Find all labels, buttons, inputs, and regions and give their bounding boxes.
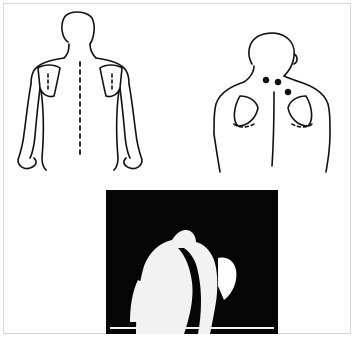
right-arm-inner xyxy=(120,88,130,158)
vertebra-marker xyxy=(264,78,269,83)
torso-left xyxy=(41,90,46,170)
left-arm-outer xyxy=(18,84,31,160)
back-view-photo xyxy=(106,190,278,334)
neck-right xyxy=(284,76,300,82)
left-scapula xyxy=(38,65,60,97)
head-outline xyxy=(62,12,94,44)
neck-left xyxy=(64,44,69,58)
right-scapula xyxy=(100,65,122,97)
torso-right xyxy=(114,90,119,170)
head-outline xyxy=(249,33,294,76)
right-scapula xyxy=(288,96,312,126)
back-view-bowed-drawing xyxy=(208,30,340,180)
right-arm-outer xyxy=(129,84,142,160)
vertebra-marker xyxy=(286,90,291,95)
left-scapula xyxy=(234,96,258,126)
neck-left xyxy=(244,66,254,82)
spine-line xyxy=(272,92,274,166)
torso-left xyxy=(214,134,220,172)
right-hand xyxy=(124,158,142,169)
neck-right xyxy=(90,44,96,58)
vertebra-marker xyxy=(276,80,281,85)
left-hand xyxy=(18,158,36,169)
back-view-drawing xyxy=(14,8,146,178)
torso-right xyxy=(326,134,330,172)
left-arm-inner xyxy=(30,88,40,158)
